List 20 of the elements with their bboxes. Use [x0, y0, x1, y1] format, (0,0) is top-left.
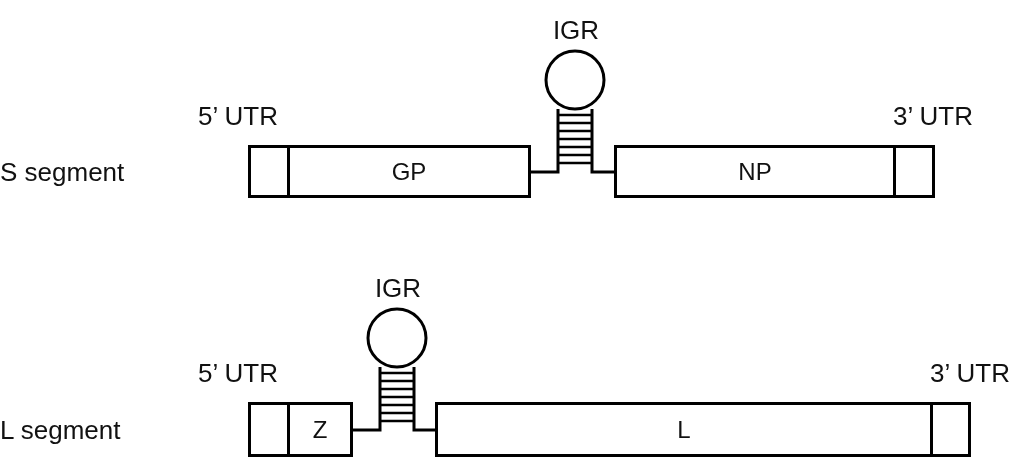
- connector-line: [531, 170, 544, 174]
- region-label: IGR: [374, 273, 422, 303]
- connector-line: [353, 428, 366, 432]
- utr-box: [248, 145, 290, 198]
- segment-label: S segment: [0, 156, 125, 188]
- utr-box: [248, 402, 290, 457]
- connector-line: [430, 428, 435, 432]
- gene-box: NP: [614, 145, 896, 198]
- segment-label: L segment: [0, 414, 121, 446]
- connector-line: [608, 170, 614, 174]
- utr-label: 3’ UTR: [893, 100, 973, 132]
- utr-label: 5’ UTR: [198, 357, 278, 389]
- utr-label: 3’ UTR: [930, 357, 1010, 389]
- utr-box: [930, 402, 971, 457]
- gene-box: L: [435, 402, 933, 457]
- gene-box: Z: [287, 402, 353, 457]
- region-label: IGR: [552, 15, 600, 45]
- utr-box: [893, 145, 935, 198]
- gene-box: GP: [287, 145, 531, 198]
- utr-label: 5’ UTR: [198, 100, 278, 132]
